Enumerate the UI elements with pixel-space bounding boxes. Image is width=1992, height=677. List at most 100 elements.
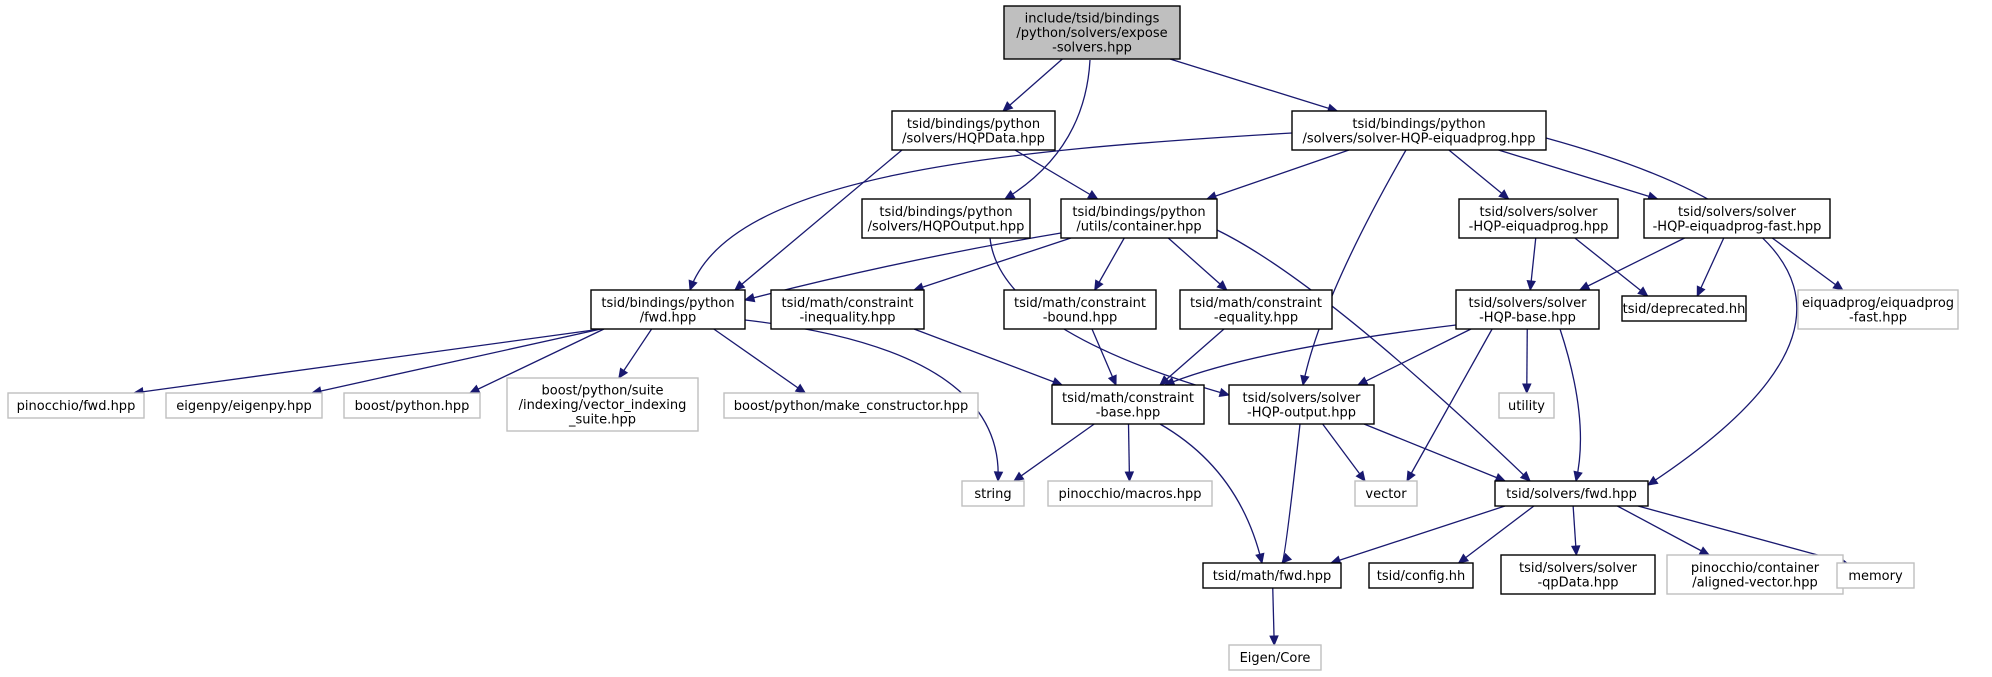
- node-vec-idx[interactable]: boost/python/suite/indexing/vector_index…: [506, 377, 699, 432]
- node-make-ctor[interactable]: boost/python/make_constructor.hpp: [723, 392, 979, 419]
- node-label-line: eiquadprog/eiquadprog: [1802, 296, 1954, 311]
- edge-line: [1159, 328, 1225, 386]
- edge-math_fwd-to-eigen_core: [1269, 587, 1279, 647]
- edge-line: [1771, 237, 1844, 291]
- edge-arrowhead: [1216, 280, 1228, 291]
- edge-solver_base-to-solvers_fwd: [1559, 328, 1583, 483]
- node-c-bound[interactable]: tsid/math/constraint-bound.hpp: [1003, 289, 1157, 330]
- node-config[interactable]: tsid/config.hh: [1368, 562, 1474, 589]
- node-solver-output[interactable]: tsid/solvers/solver-HQP-output.hpp: [1228, 384, 1375, 425]
- node-box: [891, 110, 1056, 151]
- node-label-line: tsid/solvers/fwd.hpp: [1506, 487, 1637, 502]
- edge-arrowhead: [1526, 280, 1536, 292]
- node-boost-python[interactable]: boost/python.hpp: [343, 392, 481, 419]
- node-label-line: -fast.hpp: [1849, 310, 1907, 325]
- node-label-line: tsid/bindings/python: [1352, 117, 1485, 132]
- node-box: [1621, 295, 1747, 322]
- node-label-line: -HQP-eiquadprog.hpp: [1469, 219, 1609, 234]
- node-label-line: tsid/math/fwd.hpp: [1213, 569, 1332, 584]
- node-label-line: tsid/math/constraint: [782, 296, 914, 311]
- node-aligned-vec[interactable]: pinocchio/container/aligned-vector.hpp: [1666, 554, 1844, 595]
- edge-line: [1094, 237, 1125, 291]
- node-label-line: /aligned-vector.hpp: [1692, 575, 1818, 590]
- node-label-line: tsid/bindings/python: [907, 117, 1040, 132]
- edge-arrowhead: [1457, 553, 1470, 564]
- node-string[interactable]: string: [961, 480, 1025, 507]
- node-eigenpy[interactable]: eigenpy/eigenpy.hpp: [165, 392, 323, 419]
- node-label-line: /solvers/HQPData.hpp: [902, 131, 1045, 146]
- node-c-base[interactable]: tsid/math/constraint-base.hpp: [1051, 384, 1205, 425]
- node-box: [1179, 289, 1333, 330]
- edge-arrowhead: [1124, 471, 1135, 483]
- node-box: [770, 289, 925, 330]
- edge-arrowhead: [1637, 286, 1649, 297]
- node-label-line: utility: [1508, 399, 1545, 414]
- node-label-line: tsid/bindings/python: [879, 205, 1012, 220]
- node-solver-eiq[interactable]: tsid/solvers/solver-HQP-eiquadprog.hpp: [1458, 198, 1619, 239]
- node-label-line: Eigen/Core: [1240, 651, 1311, 666]
- node-label-line: boost/python/suite: [542, 384, 664, 399]
- node-label-line: tsid/deprecated.hh: [1623, 302, 1746, 317]
- edge-arrowhead: [468, 384, 481, 394]
- edge-c_eq-to-c_base: [1159, 328, 1225, 386]
- node-box: [506, 377, 699, 432]
- edge-line: [1545, 137, 1798, 486]
- node-vector[interactable]: vector: [1354, 480, 1418, 507]
- node-eigen-core[interactable]: Eigen/Core: [1228, 644, 1322, 671]
- node-label-line: -inequality.hpp: [799, 310, 895, 325]
- node-utility[interactable]: utility: [1498, 392, 1555, 419]
- edge-root-to-solver_eiq_py: [1169, 58, 1339, 113]
- node-solver-eiq-py[interactable]: tsid/bindings/python/solvers/solver-HQP-…: [1291, 110, 1547, 151]
- node-label-line: -solvers.hpp: [1052, 41, 1132, 56]
- node-box: [343, 392, 481, 419]
- node-box: [961, 480, 1025, 507]
- node-box: [1643, 198, 1831, 239]
- node-label-line: /python/solvers/expose: [1016, 26, 1167, 41]
- edge-solvers_fwd-to-qpdata: [1570, 505, 1581, 557]
- node-c-ineq[interactable]: tsid/math/constraint-inequality.hpp: [770, 289, 925, 330]
- node-math-fwd[interactable]: tsid/math/fwd.hpp: [1202, 562, 1342, 589]
- edge-arrowhead: [1522, 383, 1532, 395]
- edge-arrowhead: [734, 280, 746, 291]
- edge-line: [713, 328, 806, 394]
- node-solvers-fwd[interactable]: tsid/solvers/fwd.hpp: [1494, 480, 1649, 507]
- node-label-line: vector: [1365, 487, 1407, 502]
- edge-line: [1696, 237, 1725, 297]
- nodes-layer: include/tsid/bindings/python/solvers/exp…: [7, 5, 1959, 671]
- node-hqpdata[interactable]: tsid/bindings/python/solvers/HQPData.hpp: [891, 110, 1056, 151]
- node-label-line: /solvers/HQPOutput.hpp: [868, 219, 1025, 234]
- node-box: [861, 198, 1031, 239]
- node-c-eq[interactable]: tsid/math/constraint-equality.hpp: [1179, 289, 1333, 330]
- node-pin-fwd[interactable]: pinocchio/fwd.hpp: [7, 392, 145, 419]
- node-hqpoutput[interactable]: tsid/bindings/python/solvers/HQPOutput.h…: [861, 198, 1031, 239]
- node-deprecated[interactable]: tsid/deprecated.hh: [1621, 295, 1747, 322]
- node-py-fwd[interactable]: tsid/bindings/python/fwd.hpp: [590, 289, 746, 330]
- edge-py_fwd-to-string: [744, 319, 1004, 483]
- edge-line: [1559, 328, 1582, 482]
- node-box: [1228, 644, 1322, 671]
- node-label-line: /indexing/vector_indexing: [519, 398, 687, 413]
- node-label-line: tsid/bindings/python: [1072, 205, 1205, 220]
- node-eiq-fast-ext[interactable]: eiquadprog/eiquadprog-fast.hpp: [1797, 289, 1959, 330]
- node-memory[interactable]: memory: [1836, 562, 1915, 589]
- node-box: [1498, 392, 1555, 419]
- edge-hqpdata-to-py_fwd: [734, 149, 903, 291]
- edge-arrowhead: [618, 367, 629, 380]
- node-container[interactable]: tsid/bindings/python/utils/container.hpp: [1060, 198, 1218, 239]
- node-solver-eiq-fast[interactable]: tsid/solvers/solver-HQP-eiquadprog-fast.…: [1643, 198, 1831, 239]
- edge-arrowhead: [1832, 280, 1844, 291]
- node-qpdata[interactable]: tsid/solvers/solver-qpData.hpp: [1500, 554, 1656, 595]
- node-box: [1836, 562, 1915, 589]
- edge-solver_eiq_py-to-py_fwd: [688, 132, 1293, 292]
- edge-arrowhead: [1698, 546, 1711, 556]
- edge-c_base-to-math_fwd: [1159, 423, 1265, 565]
- node-pin-macros[interactable]: pinocchio/macros.hpp: [1047, 480, 1213, 507]
- node-solver-base[interactable]: tsid/solvers/solver-HQP-base.hpp: [1455, 289, 1600, 330]
- edge-line: [1169, 58, 1338, 112]
- node-root[interactable]: include/tsid/bindings/python/solvers/exp…: [1003, 5, 1181, 60]
- node-label-line: -bound.hpp: [1043, 310, 1118, 325]
- node-label-line: tsid/solvers/solver: [1678, 205, 1797, 220]
- edge-arrowhead: [993, 471, 1004, 483]
- edge-solver_eiq-to-solver_base: [1526, 237, 1537, 292]
- edge-solver_base-to-solver_output: [1356, 328, 1472, 386]
